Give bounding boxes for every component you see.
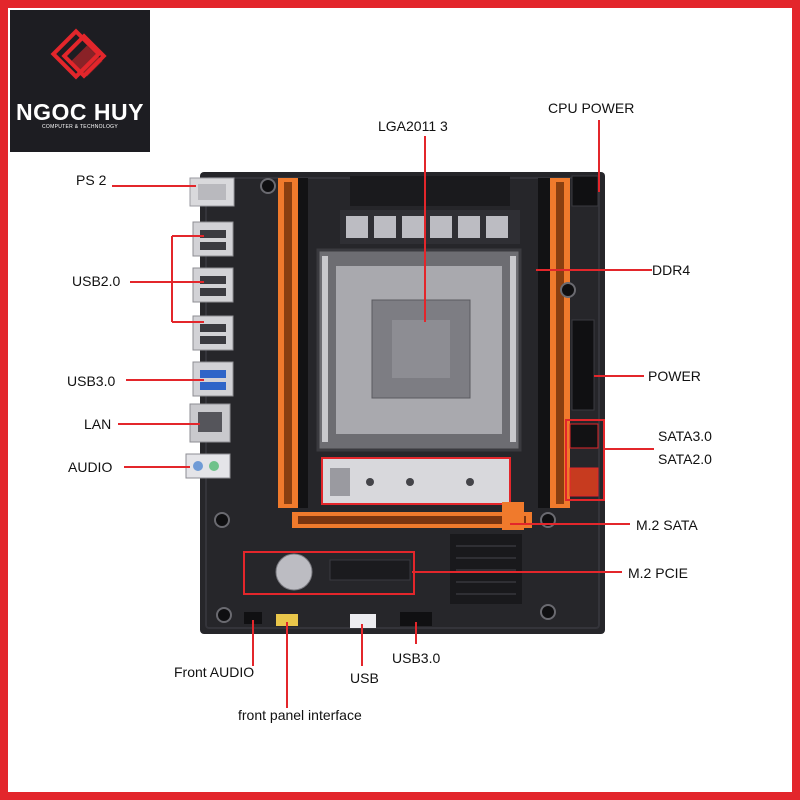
label-lan: LAN — [84, 416, 112, 432]
dimm-slot-left — [278, 178, 308, 508]
label-front-audio: Front AUDIO — [174, 664, 255, 680]
label-front-panel: front panel interface — [238, 707, 362, 723]
audio-jack-block — [185, 453, 231, 479]
usb30-header — [400, 612, 432, 626]
cpu-socket — [316, 248, 522, 452]
brand-tagline: COMPUTER & TECHNOLOGY — [42, 124, 118, 130]
brand-logo: NGOC HUY COMPUTER & TECHNOLOGY — [10, 10, 150, 152]
cmos-battery — [275, 553, 313, 591]
usb20-port — [192, 267, 234, 303]
label-m2-sata: M.2 SATA — [636, 517, 698, 533]
label-cpu-power: CPU POWER — [548, 100, 635, 116]
front-audio-header — [244, 612, 262, 624]
brand-logo-mark-icon — [50, 28, 107, 80]
cpu-8pin-connector — [571, 175, 599, 207]
m2-pcie-slot — [243, 551, 415, 595]
atx-24pin-connector — [571, 319, 595, 411]
label-m2-pcie: M.2 PCIE — [628, 565, 688, 581]
sata-ports — [565, 419, 605, 501]
label-usb30-header: USB3.0 — [392, 650, 441, 666]
usb-header — [350, 614, 376, 628]
rear-io — [185, 177, 235, 479]
label-sata20: SATA2.0 — [658, 451, 712, 467]
usb20-port — [192, 221, 234, 257]
label-cpu-socket: LGA2011 3 — [378, 118, 448, 134]
label-ddr4: DDR4 — [652, 262, 691, 278]
brand-name: NGOC HUY — [16, 99, 144, 125]
label-sata30: SATA3.0 — [658, 428, 712, 444]
callout-lines — [112, 120, 654, 708]
label-power: POWER — [648, 368, 701, 384]
label-usb-header: USB — [350, 670, 379, 686]
label-usb30-rear: USB3.0 — [67, 373, 116, 389]
label-audio: AUDIO — [68, 459, 113, 475]
label-usb20: USB2.0 — [72, 273, 121, 289]
label-ps2: PS 2 — [76, 172, 107, 188]
front-panel-header — [276, 614, 298, 626]
vrm-area — [340, 176, 520, 244]
m2-sata-slot — [321, 457, 511, 505]
